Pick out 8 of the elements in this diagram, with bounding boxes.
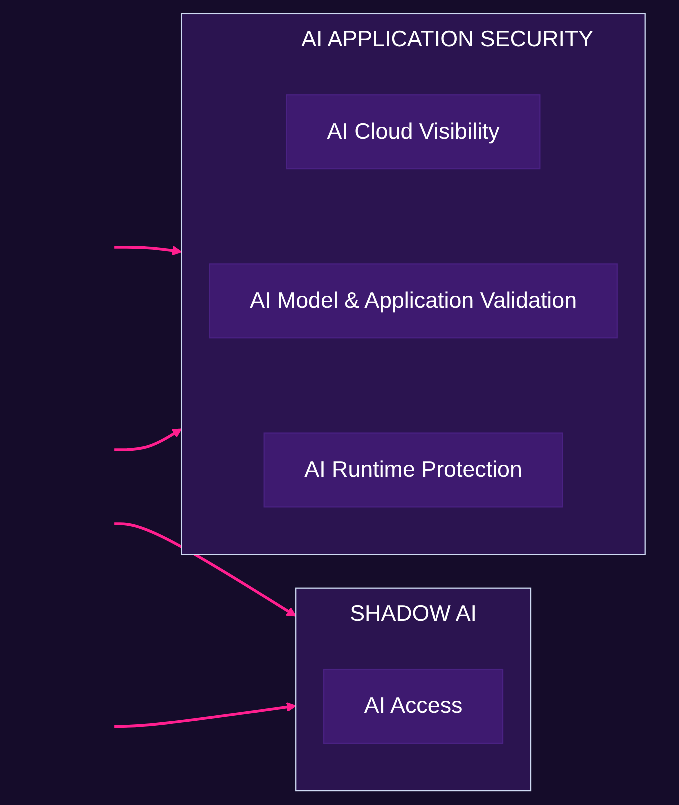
arrow [114,246,182,256]
node-box: AI Model & Application Validation [209,264,618,339]
node-box: AI Access [323,668,504,744]
node-box: AI Cloud Visibility [286,94,541,170]
node-box: AI Runtime Protection [264,432,564,508]
arrow [114,522,296,617]
arrow [114,702,296,728]
arrow [114,428,182,452]
